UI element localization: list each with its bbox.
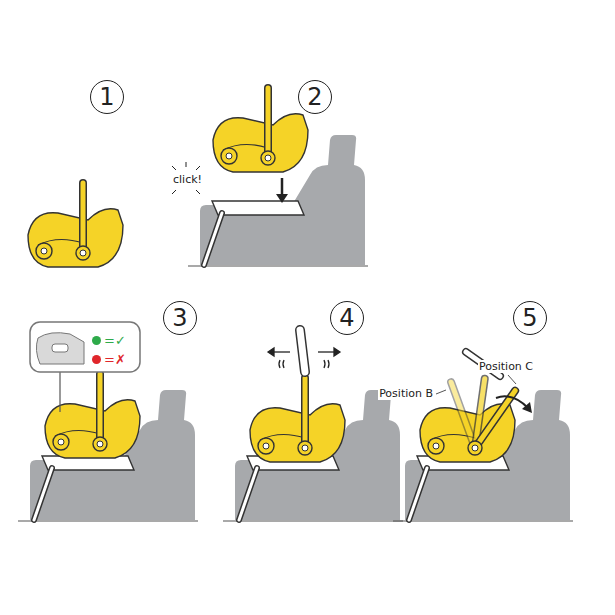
legend-text: =✓	[104, 334, 126, 347]
step-number: 2	[307, 85, 322, 109]
step-number: 5	[522, 306, 537, 330]
step-number-circle: 5	[513, 301, 547, 335]
legend-text: =✗	[104, 353, 126, 366]
step-number: 3	[172, 306, 187, 330]
indicator-dot	[92, 336, 101, 345]
step-number-circle: 4	[330, 301, 364, 335]
carrier-panel-1	[28, 183, 123, 267]
indicator-panel-3	[18, 322, 198, 521]
step-number-circle: 2	[298, 80, 332, 114]
indicator-dot	[92, 355, 101, 364]
handle-panel-5	[393, 352, 573, 521]
sound-label: click!	[172, 173, 203, 186]
position-label: Position B	[378, 387, 434, 400]
step-number: 1	[99, 85, 114, 109]
step-number: 4	[339, 306, 354, 330]
step-number-circle: 1	[90, 80, 124, 114]
position-label: Position C	[478, 360, 534, 373]
legend-row: =✓	[92, 334, 126, 347]
check-panel-4	[223, 330, 403, 521]
step-number-circle: 3	[163, 301, 197, 335]
install-panel-2	[172, 88, 368, 266]
legend-row: =✗	[92, 353, 126, 366]
